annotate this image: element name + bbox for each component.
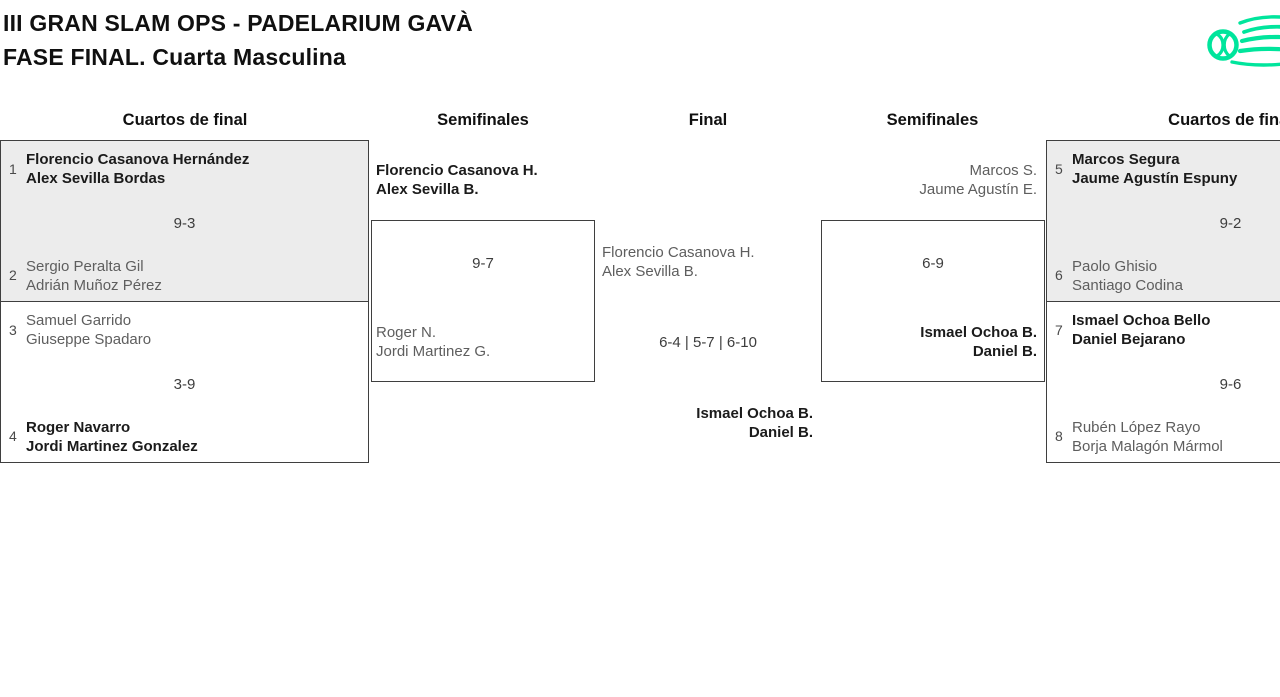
player-name: Ismael Ochoa B. [696,405,813,422]
page-title: III GRAN SLAM OPS - PADELARIUM GAVÀ [3,10,473,36]
sf2-team-bottom: Ismael Ochoa B. Daniel B. [920,323,1037,361]
player-name: Ismael Ochoa B. [920,324,1037,341]
sf2-team-top: Marcos S. Jaume Agustín E. [919,161,1037,199]
match-box-qf3: 5 Marcos Segura Jaume Agustín Espuny 9-2… [1046,140,1280,302]
player-name: Giuseppe Spadaro [26,331,152,348]
match-box-qf1: 1 Florencio Casanova Hernández Alex Sevi… [0,140,369,302]
player-name: Daniel B. [972,343,1037,360]
player-name: Florencio Casanova H. [602,244,755,261]
final-match-score: 6-4 | 5-7 | 6-10 [659,334,757,351]
sf1-team-top: Florencio Casanova H. Alex Sevilla B. [376,161,538,199]
player-name: Paolo Ghisio [1072,258,1158,275]
player-name: Adrián Muñoz Pérez [26,277,162,294]
player-name: Samuel Garrido [26,312,132,329]
round-header-semifinals-left: Semifinales [437,111,529,129]
player-name: Daniel Bejarano [1072,331,1186,348]
player-name: Alex Sevilla B. [376,181,479,198]
player-name: Jordi Martinez G. [376,343,491,360]
player-name: Alex Sevilla B. [602,263,698,280]
qf1-team-bottom: Sergio Peralta Gil Adrián Muñoz Pérez [26,257,162,295]
qf3-team-bottom: Paolo Ghisio Santiago Codina [1072,257,1183,295]
player-name: Roger Navarro [26,419,131,436]
player-name: Santiago Codina [1072,277,1183,294]
qf2-team-bottom: Roger Navarro Jordi Martinez Gonzalez [26,418,198,456]
player-name: Marcos Segura [1072,151,1180,168]
player-name: Jaume Agustín Espuny [1072,170,1238,187]
round-header-semifinals-right: Semifinales [886,111,979,129]
match-score: 9-7 [472,255,494,272]
player-name: Jaume Agustín E. [919,181,1037,198]
qf4-team-bottom: Rubén López Rayo Borja Malagón Mármol [1072,418,1223,456]
match-box-qf4: 7 Ismael Ochoa Bello Daniel Bejarano 9-6… [1046,301,1280,463]
ball-comet-logo-icon [1207,15,1280,67]
seed-number: 5 [1055,161,1063,177]
round-header-quarterfinals-left: Cuartos de final [122,111,248,129]
player-name: Rubén López Rayo [1072,419,1201,436]
qf2-team-top: Samuel Garrido Giuseppe Spadaro [26,311,151,349]
player-name: Alex Sevilla Bordas [26,170,166,187]
match-box-sf1: 9-7 [371,220,595,382]
match-box-sf2: 6-9 [821,220,1045,382]
player-name: Florencio Casanova H. [376,162,538,179]
seed-number: 2 [9,267,17,283]
page-subtitle: FASE FINAL. Cuarta Masculina [3,44,346,70]
player-name: Ismael Ochoa Bello [1072,312,1211,329]
final-team-right: Ismael Ochoa B. Daniel B. [696,404,813,442]
player-name: Florencio Casanova Hernández [26,151,250,168]
seed-number: 1 [9,161,17,177]
match-score: 9-2 [1219,215,1242,232]
match-score: 9-6 [1219,376,1242,393]
round-header-quarterfinals-right: Cuartos de final [1168,111,1280,129]
qf1-team-top: Florencio Casanova Hernández Alex Sevill… [26,150,249,188]
sf1-team-bottom: Roger N. Jordi Martinez G. [376,323,490,361]
player-name: Daniel B. [748,424,813,441]
player-name: Jordi Martinez Gonzalez [26,438,198,455]
final-team-left: Florencio Casanova H. Alex Sevilla B. [602,243,755,281]
seed-number: 6 [1055,267,1063,283]
seed-number: 7 [1055,322,1063,338]
player-name: Roger N. [376,324,437,341]
qf4-team-top: Ismael Ochoa Bello Daniel Bejarano [1072,311,1210,349]
match-box-qf2: 3 Samuel Garrido Giuseppe Spadaro 3-9 4 … [0,301,369,463]
seed-number: 8 [1055,428,1063,444]
player-name: Borja Malagón Mármol [1072,438,1223,455]
seed-number: 3 [9,322,17,338]
match-score: 3-9 [173,376,196,393]
player-name: Sergio Peralta Gil [26,258,144,275]
round-header-final: Final [688,111,728,129]
player-name: Marcos S. [969,162,1037,179]
seed-number: 4 [9,428,17,444]
match-score: 6-9 [922,255,944,272]
match-score: 9-3 [173,215,196,232]
qf3-team-top: Marcos Segura Jaume Agustín Espuny [1072,150,1237,188]
